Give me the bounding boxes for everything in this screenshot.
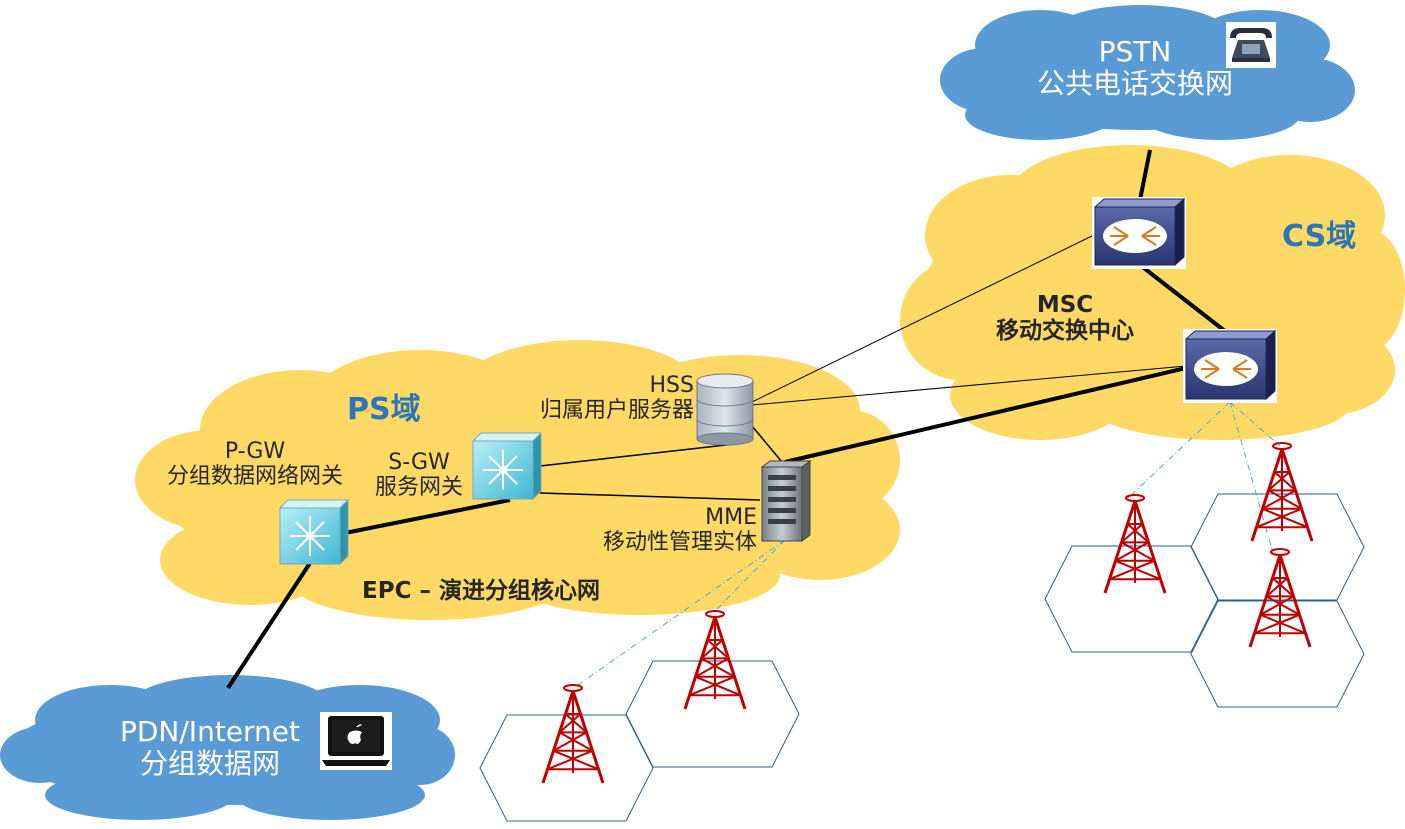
hss-database-icon bbox=[696, 373, 754, 446]
cs-domain-label: CS域 bbox=[1282, 219, 1357, 254]
telephone-icon bbox=[1226, 22, 1276, 68]
cell-tower-icon bbox=[1103, 494, 1167, 594]
cell-tower-icon bbox=[541, 684, 605, 784]
pgw-label: P-GW 分组数据网络网关 bbox=[145, 439, 365, 490]
pgw-description: 分组数据网络网关 bbox=[166, 464, 343, 490]
cell-towers bbox=[541, 442, 1314, 784]
link-pgw-sgw bbox=[344, 498, 511, 535]
mme-description: 移动性管理实体 bbox=[602, 530, 757, 556]
pstn-cloud bbox=[940, 5, 1355, 140]
sgw-label: S-GW 服务网关 bbox=[365, 450, 473, 501]
hex-cells bbox=[479, 493, 1365, 822]
pdn-label: PDN/Internet 分组数据网 bbox=[100, 715, 320, 781]
hss-label: HSS 归属用户服务器 bbox=[512, 373, 694, 424]
msc-label: MSC 移动交换中心 bbox=[965, 292, 1165, 345]
link-pstn-msc bbox=[1138, 149, 1152, 201]
link-pdn-pgw bbox=[226, 558, 314, 690]
msc-switch-icon-2 bbox=[1183, 329, 1277, 403]
cell-tower-icon bbox=[683, 610, 747, 710]
msc-name: MSC bbox=[1036, 292, 1094, 318]
mme-label: MME 移动性管理实体 bbox=[575, 505, 757, 556]
link-hss-mme bbox=[751, 425, 783, 463]
msc-description: 移动交换中心 bbox=[996, 318, 1134, 345]
sgw-description: 服务网关 bbox=[374, 475, 463, 501]
link-hss-msc2 bbox=[751, 365, 1187, 406]
laptop-icon bbox=[320, 712, 392, 770]
pstn-label: PSTN 公共电话交换网 bbox=[1010, 35, 1260, 101]
pdn-name: PDN/Internet bbox=[119, 715, 300, 748]
cell-tower-icon bbox=[1250, 442, 1314, 542]
sgw-name: S-GW bbox=[388, 450, 450, 475]
mme-name: MME bbox=[705, 505, 757, 530]
pstn-name: PSTN bbox=[1098, 35, 1172, 68]
epc-label: EPC – 演进分组核心网 bbox=[362, 578, 600, 604]
sgw-switch-icon bbox=[471, 431, 543, 501]
link-sgw-hss bbox=[539, 443, 736, 467]
hss-name: HSS bbox=[649, 373, 694, 398]
network-links bbox=[226, 149, 1232, 690]
link-mme-msc bbox=[784, 366, 1187, 464]
cs-domain-cloud bbox=[900, 145, 1405, 440]
ps-domain-label: PS域 bbox=[347, 392, 421, 427]
link-msc-msc bbox=[1138, 263, 1232, 337]
hss-description: 归属用户服务器 bbox=[539, 398, 694, 424]
link-hss-msc1 bbox=[751, 233, 1097, 403]
pgw-switch-icon bbox=[278, 498, 350, 566]
pstn-description: 公共电话交换网 bbox=[1036, 67, 1233, 101]
mme-server-icon bbox=[760, 460, 812, 542]
msc-switch-icon-1 bbox=[1092, 197, 1186, 269]
cell-tower-icon bbox=[1248, 548, 1312, 648]
pgw-name: P-GW bbox=[224, 439, 286, 464]
link-sgw-mme bbox=[539, 492, 761, 501]
pdn-description: 分组数据网 bbox=[139, 747, 280, 781]
